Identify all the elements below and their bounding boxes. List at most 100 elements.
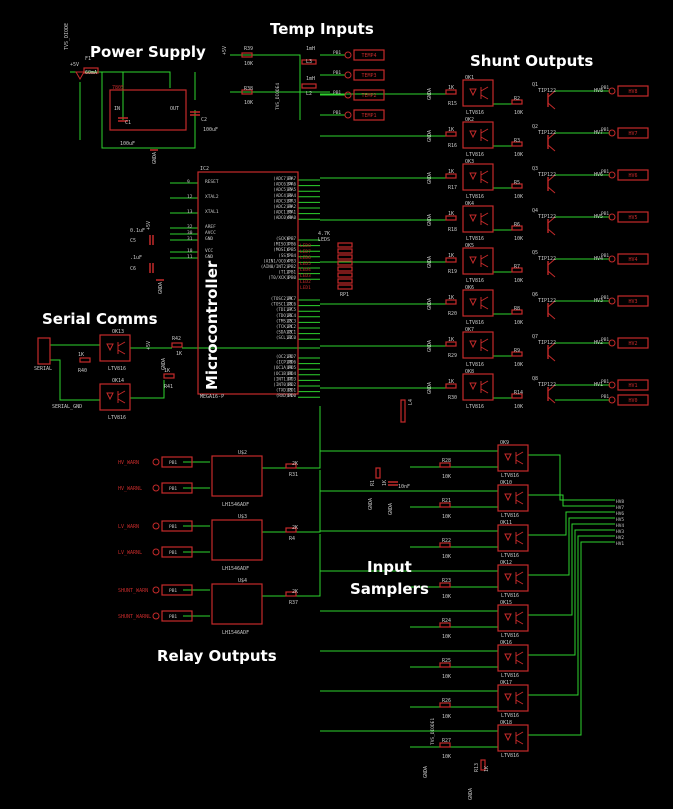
label: HV1: [594, 382, 603, 388]
serial-r42: [171, 342, 183, 348]
label: (ADC2)PA2: [273, 204, 296, 209]
label: 10K: [514, 236, 523, 242]
label: IN: [114, 106, 120, 112]
label: Q7: [532, 334, 538, 340]
label: HV_WARNL: [118, 486, 142, 492]
shunt-opto-1-photo-e: [480, 136, 489, 142]
sampler-r-7: [439, 742, 451, 748]
sampler-r-6: [439, 702, 451, 708]
label: PB1: [169, 588, 177, 594]
label: Q6: [532, 292, 538, 298]
label: 18: [287, 371, 293, 376]
opto-ok14-led: [106, 392, 114, 401]
label: LTV816: [501, 513, 519, 519]
label: (TOSC1)PC6: [271, 302, 297, 307]
shunt-connector-7-pin: [608, 381, 616, 389]
shunt-connector-4-pin: [608, 255, 616, 263]
label: 1K: [484, 766, 490, 772]
label: RP1: [340, 292, 349, 298]
relay-in-0: [161, 456, 193, 468]
label: 4.7K: [318, 231, 330, 237]
label: 27: [287, 307, 293, 312]
label: C6: [130, 266, 136, 272]
label: 12: [187, 194, 193, 200]
opto-ok13-led: [106, 343, 114, 352]
label: OK10: [500, 480, 512, 486]
sampler-opto-3-led: [504, 573, 512, 582]
label: 0.1uF: [130, 228, 145, 234]
shunt-rin-0: [445, 89, 457, 95]
label: (ICP)PD6: [276, 360, 297, 365]
label: SHUNT_WARN: [118, 588, 148, 594]
relay-in-2: [161, 520, 193, 532]
label: R42: [172, 336, 181, 342]
mcu-ic2: [197, 171, 299, 395]
sampler-opto-7-led: [504, 733, 512, 742]
shunt-opto-0-photo-e: [480, 94, 489, 100]
sampler-opto-3: [497, 564, 529, 592]
temp-connector-0-label: TEMP4: [361, 53, 376, 59]
label: LEDS: [318, 237, 330, 243]
label: VCC: [205, 248, 213, 254]
shunt-opto-0-photo-c: [480, 86, 489, 92]
label: 10K: [244, 100, 253, 106]
sampler-out-0: [528, 454, 615, 501]
label: OK7: [465, 327, 474, 333]
label: 22: [287, 335, 293, 340]
shunt-opto-4-photo-c: [480, 254, 489, 260]
sampler-opto-4-led: [504, 613, 512, 622]
part-layer: [37, 49, 649, 771]
label: XTAL1: [205, 209, 219, 215]
wire-layer: [50, 54, 615, 748]
sampler-opto-6-photo-e: [515, 699, 524, 705]
shunt-opto-3-photo-c: [480, 212, 489, 218]
label: OK11: [500, 520, 512, 526]
label: GNDA: [161, 358, 167, 370]
label: PB1: [601, 85, 609, 91]
label: XTAL2: [205, 194, 219, 200]
label: U$3: [238, 514, 247, 520]
label: +5V: [70, 62, 79, 68]
label: R3: [514, 138, 520, 144]
shunt-connector-hv0: [617, 394, 649, 406]
label: LED1: [300, 285, 311, 291]
opto-ok14-photo-e: [117, 398, 126, 404]
shunt-rin-4: [445, 257, 457, 263]
label: 1K: [448, 295, 454, 301]
label: (ADC4)PA4: [273, 193, 296, 198]
label: Q8: [532, 376, 538, 382]
relay-return-1: [296, 470, 321, 533]
temp-connector-3: [353, 109, 385, 121]
label: AREF: [205, 224, 216, 230]
label: LV_WARN: [118, 524, 139, 530]
label: 2K: [292, 461, 298, 467]
label: GNDA: [427, 130, 433, 142]
relay-chip-2: [211, 583, 263, 625]
label: (T0/XCK)PB0: [268, 275, 296, 280]
label: R38: [244, 86, 253, 92]
temp-connector-0-pin: [344, 51, 352, 59]
label: R29: [448, 353, 457, 359]
label: TVS_DIODE4: [275, 83, 281, 110]
label: Q3: [532, 166, 538, 172]
label: PB1: [601, 295, 609, 301]
label: MEGA16-P: [200, 394, 224, 400]
shunt-q-1-collector: [547, 132, 556, 140]
label: GNDA: [427, 340, 433, 352]
shunt-connector-3-pin: [608, 213, 616, 221]
label: 16: [287, 382, 293, 387]
label: R7: [514, 264, 520, 270]
regulator-7805: [109, 89, 187, 131]
shunt-rin-1: [445, 131, 457, 137]
label: GNDA: [427, 88, 433, 100]
label: GNDA: [368, 498, 374, 510]
relay-r-2: [285, 591, 297, 597]
shunt-opto-4-photo-e: [480, 262, 489, 268]
label: 9: [187, 179, 190, 185]
label: R30: [448, 395, 457, 401]
label: 10K: [442, 634, 451, 640]
label: PB1: [601, 394, 609, 400]
label: 10: [187, 248, 193, 254]
inductor-l4: [400, 399, 406, 423]
label: (INT1)PD3: [273, 376, 296, 381]
